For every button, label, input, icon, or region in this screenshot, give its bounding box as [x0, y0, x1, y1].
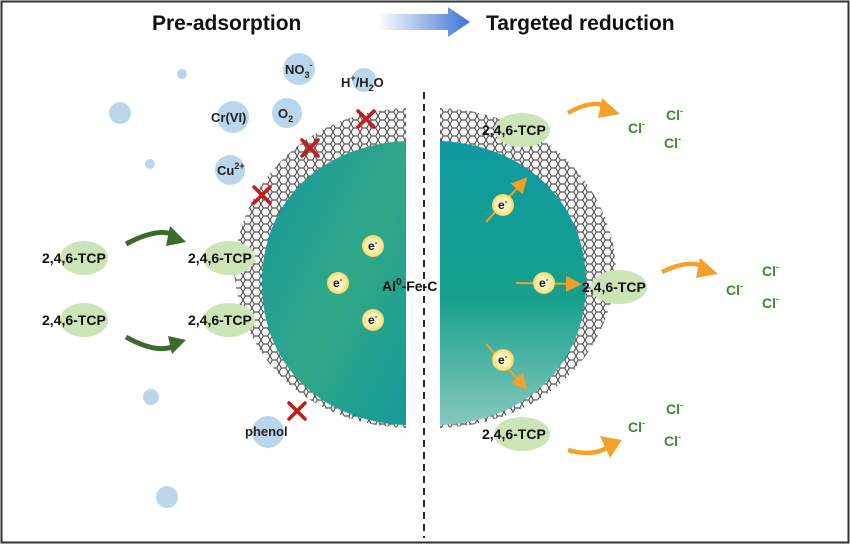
nitrate-label: NO3- — [285, 60, 313, 80]
core-label: Al0-Fe-C — [382, 277, 437, 294]
tcp-bubble-reduced-top — [494, 113, 550, 147]
phenol-label: phenol — [245, 424, 288, 439]
tcp-label: 2,4,6-TCP — [482, 426, 546, 442]
tcp-label: 2,4,6-TCP — [582, 279, 646, 295]
svg-text:Cl-: Cl- — [726, 281, 743, 298]
svg-text:e-: e- — [539, 275, 549, 290]
right-core — [440, 141, 586, 425]
tcp-bubble-reduced-mid — [591, 270, 647, 304]
chromium-bubble — [217, 101, 249, 133]
release-arrow-top — [566, 98, 620, 118]
tcp-label: 2,4,6-TCP — [42, 250, 106, 266]
tcp-bubble-approach-1 — [60, 241, 108, 275]
chloride-group-top: Cl- Cl- Cl- — [628, 106, 683, 151]
nitrate-bubble — [283, 53, 315, 85]
bubble — [156, 486, 178, 508]
svg-text:Cl-: Cl- — [762, 262, 779, 279]
electron-right-1: e- — [492, 194, 514, 216]
svg-text:Cl-: Cl- — [628, 418, 645, 435]
chloride-group-bottom: Cl- Cl- Cl- — [628, 400, 683, 449]
electron-right-2: e- — [533, 272, 555, 294]
copper-label: Cu2+ — [217, 161, 245, 178]
chromium-label: Cr(VI) — [211, 110, 246, 125]
svg-text:e-: e- — [498, 197, 508, 212]
svg-text:Cl-: Cl- — [664, 432, 681, 449]
tcp-label: 2,4,6-TCP — [188, 312, 252, 328]
right-title: Targeted reduction — [486, 12, 675, 35]
svg-text:e-: e- — [333, 275, 343, 290]
release-arrow-bottom — [567, 436, 622, 458]
svg-text:Cl-: Cl- — [664, 134, 681, 151]
tcp-label: 2,4,6-TCP — [482, 122, 546, 138]
blocked-cross-icon — [356, 109, 376, 129]
tcp-label: 2,4,6-TCP — [188, 250, 252, 266]
bubble — [143, 389, 159, 405]
tcp-bubble-adsorbed-1 — [203, 241, 255, 275]
h-water-label: H+/H2O — [341, 73, 384, 93]
oxygen-label: O2 — [278, 106, 293, 124]
h-water-bubble — [352, 68, 376, 92]
svg-text:e-: e- — [498, 352, 508, 367]
tcp-label: 2,4,6-TCP — [42, 312, 106, 328]
tcp-bubble-reduced-bottom — [494, 417, 550, 451]
svg-text:Cl-: Cl- — [762, 294, 779, 311]
electron-left-3: e- — [362, 309, 384, 331]
svg-text:Cl-: Cl- — [666, 400, 683, 417]
blocked-cross-icon — [287, 401, 307, 421]
electron-right-3: e- — [492, 349, 514, 371]
phenol-bubble — [252, 416, 284, 448]
tcp-bubble-approach-2 — [60, 303, 108, 337]
copper-bubble — [215, 155, 245, 185]
bubble — [109, 102, 131, 124]
svg-text:e-: e- — [368, 312, 378, 327]
blocked-cross-icon — [300, 138, 320, 158]
left-title: Pre-adsorption — [152, 12, 301, 35]
electron-left-1: e- — [362, 235, 384, 257]
blocked-cross-icon — [252, 185, 272, 205]
electron-left-2: e- — [327, 272, 349, 294]
bubble — [177, 69, 187, 79]
release-arrow-mid — [660, 258, 718, 278]
bubble — [145, 159, 155, 169]
adsorption-arrow-1 — [124, 226, 186, 247]
header-arrow — [378, 7, 470, 37]
svg-text:e-: e- — [368, 238, 378, 253]
oxygen-bubble — [272, 98, 302, 128]
adsorption-arrow-2 — [124, 334, 186, 354]
svg-text:Cl-: Cl- — [666, 106, 683, 123]
tcp-bubble-adsorbed-2 — [203, 303, 255, 337]
chloride-group-mid: Cl- Cl- Cl- — [726, 262, 779, 311]
svg-text:Cl-: Cl- — [628, 119, 645, 136]
